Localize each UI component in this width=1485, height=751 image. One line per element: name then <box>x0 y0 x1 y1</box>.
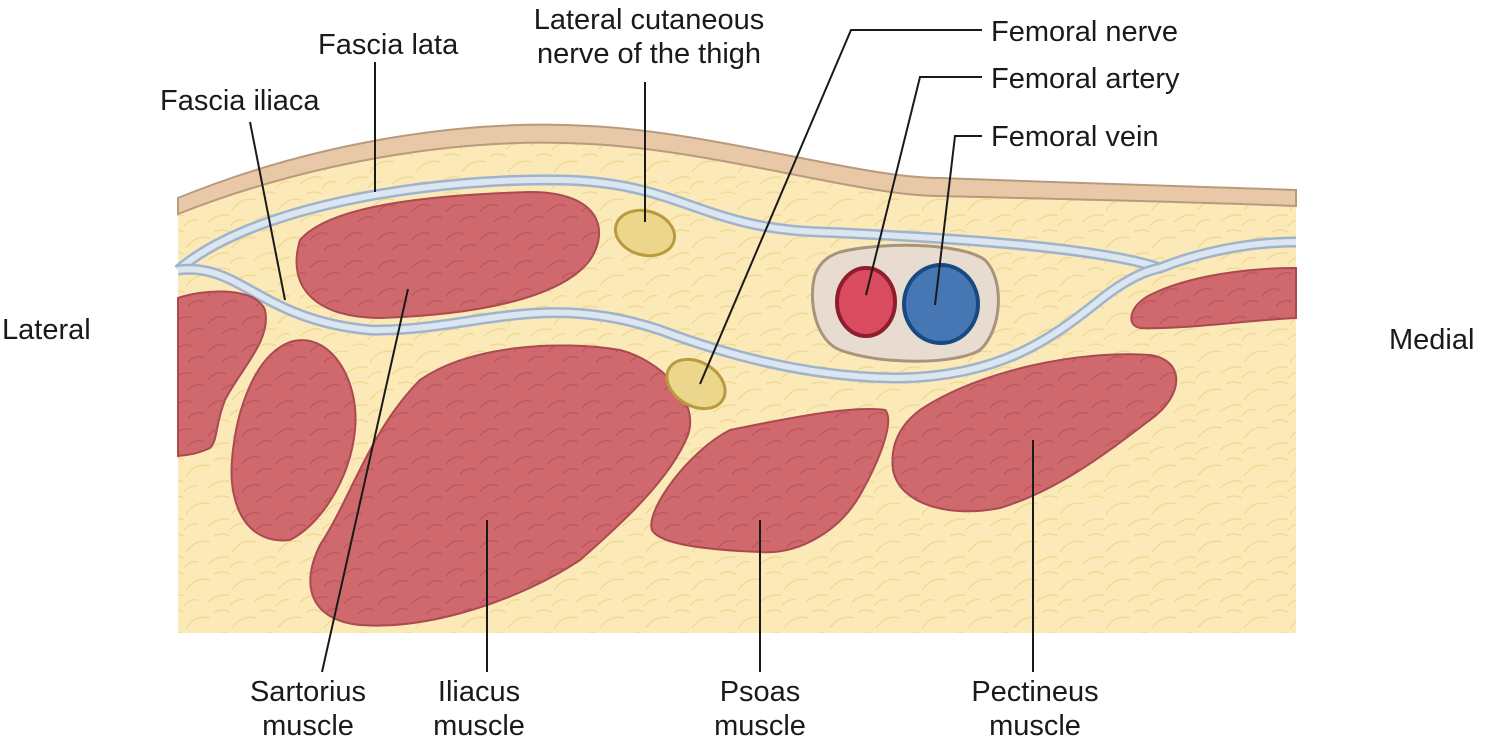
pectineus-muscle-shape <box>891 353 1178 513</box>
sartorius-label-line1: Sartorius <box>249 676 367 708</box>
fascia-lata-label: Fascia lata <box>318 29 459 61</box>
medial-label: Medial <box>1389 324 1475 356</box>
psoas-label: Psoas muscle <box>695 675 825 743</box>
psoas-label-line1: Psoas <box>719 676 801 708</box>
pectineus-label: Pectineus muscle <box>960 675 1110 743</box>
sartorius-muscle-shape <box>230 339 357 542</box>
pectineus-label-line2: muscle <box>989 710 1081 742</box>
lcn-label-line1: Lateral cutaneous <box>533 4 765 36</box>
iliacus-muscle-shape <box>309 344 691 627</box>
lateral-cutaneous-nerve-label: Lateral cutaneous nerve of the thigh <box>519 3 779 71</box>
femoral-artery-shape <box>835 266 897 338</box>
leader-fascia-iliaca <box>249 121 286 301</box>
lateral-cutaneous-nerve-upper <box>613 208 677 258</box>
iliacus-label-line2: muscle <box>433 710 525 742</box>
lateral-edge-muscle <box>177 290 267 458</box>
sartorius-label: Sartorius muscle <box>238 675 378 743</box>
leader-sartorius <box>321 288 409 673</box>
medial-edge-muscle <box>1130 266 1297 330</box>
iliacus-label: Iliacus muscle <box>414 675 544 743</box>
femoral-nerve-label: Femoral nerve <box>991 16 1178 48</box>
femoral-vein-shape <box>902 263 980 345</box>
lateral-cutaneous-nerve-lower <box>665 357 727 411</box>
psoas-label-line2: muscle <box>714 710 806 742</box>
femoral-vein-label: Femoral vein <box>991 121 1159 153</box>
upper-lateral-muscle <box>295 190 601 320</box>
sartorius-label-line2: muscle <box>262 710 354 742</box>
leader-femoral-artery <box>865 76 982 296</box>
femoral-artery-label: Femoral artery <box>991 63 1180 95</box>
lateral-label: Lateral <box>2 314 91 346</box>
leader-femoral-vein <box>934 135 982 306</box>
pectineus-label-line1: Pectineus <box>971 676 1099 708</box>
fascia-iliaca-label: Fascia iliaca <box>160 85 320 117</box>
leader-femoral-nerve <box>699 29 982 385</box>
skin-layer <box>177 123 1297 216</box>
lcn-label-line2: nerve of the thigh <box>536 38 762 70</box>
psoas-muscle-shape <box>650 408 890 554</box>
iliacus-label-line1: Iliacus <box>437 676 521 708</box>
